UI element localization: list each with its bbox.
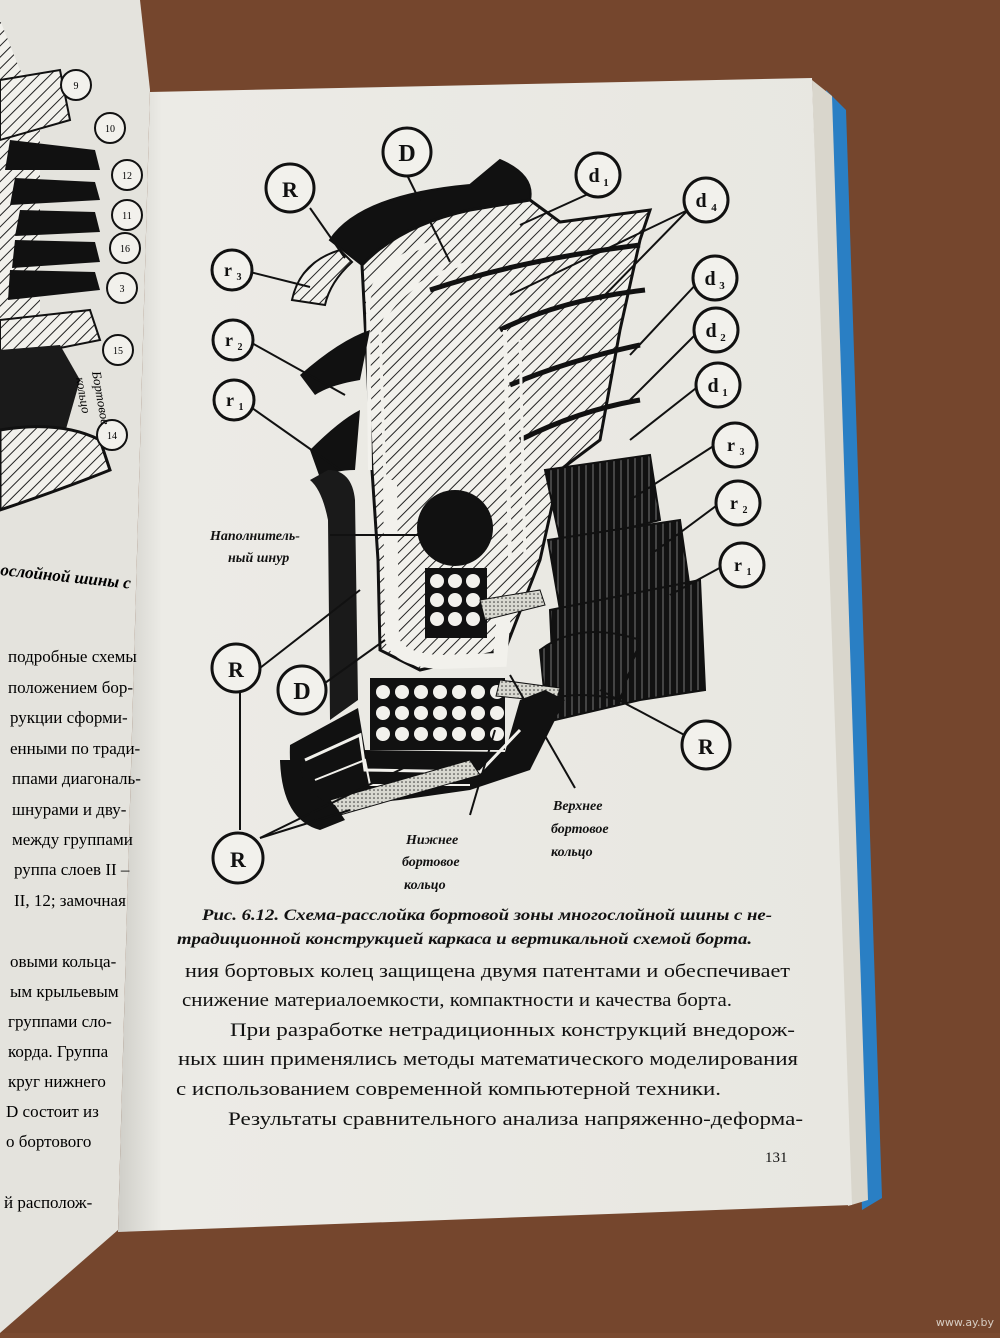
page-number: 131 [765,1150,788,1166]
svg-text:положением бор-: положением бор- [8,678,133,697]
label-D-top: D [398,141,415,167]
upper-ring-label-2: бортовое [551,822,609,837]
svg-text:II, 12; замочная: II, 12; замочная [14,891,126,910]
label-R-top: R [282,177,299,202]
svg-text:ым крыльевым: ым крыльевым [10,982,119,1001]
left-label-12: 12 [122,171,132,182]
upper-ring-label-1: Верхнее [552,799,602,814]
svg-text:1: 1 [747,567,752,578]
label-d1-right: d [707,375,718,397]
figure-callouts: Наполнитель- ный шнур Верхнее бортовое к… [209,529,609,893]
caption-line-2: традиционной конструкцией каркаса и верт… [177,931,752,948]
body-text: ния бортовых колец защищена двумя патент… [176,961,803,1130]
label-r2-left: r [225,330,233,350]
body-line-2: снижение материалоемкости, компактности … [182,990,732,1011]
figure-label-circles [210,126,766,885]
upper-ring-label-3: кольцо [551,845,593,860]
filler-cord [417,490,493,566]
label-R-bottom: R [230,847,247,872]
left-label-16: 16 [120,244,130,255]
label-r2-right: r [730,493,738,513]
svg-text:2: 2 [720,332,726,344]
left-diagram: 9 10 12 11 16 3 15 14 Бортовое кольцо [0,20,143,512]
caption-line-1: Рис. 6.12. Схема-расслойка бортовой зоны… [201,907,772,924]
label-r1-left: r [226,390,234,410]
svg-text:подробные схемы: подробные схемы [8,647,137,666]
left-label-11: 11 [122,211,132,222]
figure-leader-lines [239,174,726,839]
svg-text:енными по тради-: енными по тради- [10,739,141,758]
svg-text:круг нижнего: круг нижнего [8,1072,106,1091]
body-line-6: Результаты сравнительного анализа напряж… [228,1109,803,1130]
svg-text:3: 3 [719,280,725,292]
body-line-4: ных шин применялись методы математическо… [178,1049,798,1070]
label-d4: d [695,190,706,212]
filler-cord-label-2: ный шнур [228,551,289,566]
left-label-9: 9 [74,81,79,92]
figure-caption: Рис. 6.12. Схема-расслойка бортовой зоны… [177,907,772,948]
left-label-15: 15 [113,346,123,357]
svg-text:корда. Группа: корда. Группа [8,1042,109,1061]
svg-text:1: 1 [239,402,244,413]
svg-text:о бортового: о бортового [6,1132,91,1151]
label-D-mid: D [293,679,310,705]
left-label-10: 10 [105,124,115,135]
label-R-right: R [698,734,715,759]
watermark: www.ay.by [935,1316,994,1329]
lower-bead-wires [376,685,504,741]
left-label-14: 14 [107,431,117,442]
figure-label-texts: D R d 1 d 4 r 3 d 3 r 2 d 2 r 1 d 1 r 3 … [224,141,752,872]
label-d3: d [704,268,715,290]
svg-text:2: 2 [743,505,748,516]
label-r3-left: r [224,260,232,280]
lower-ring-label-3: кольцо [404,878,446,893]
svg-text:D состоит из: D состоит из [6,1102,99,1121]
svg-text:рукции сформи-: рукции сформи- [10,708,128,727]
svg-text:3: 3 [237,272,242,283]
lower-ring-label-2: бортовое [402,855,460,870]
svg-text:3: 3 [740,447,745,458]
svg-text:между группами: между группами [12,830,133,849]
left-label-3: 3 [120,284,125,295]
left-text-column: подробные схемы положением бор- рукции с… [4,647,141,1212]
upper-bead-wires [430,574,480,626]
filler-cord-label-1: Наполнитель- [209,529,300,544]
svg-text:1: 1 [722,387,728,399]
svg-text:1: 1 [603,177,609,189]
svg-text:овыми кольца-: овыми кольца- [10,952,117,971]
svg-text:ппами диагональ-: ппами диагональ- [12,769,141,788]
body-line-5: с использованием современной компьютерно… [176,1079,721,1100]
svg-text:й располож-: й располож- [4,1193,93,1212]
svg-text:шнурами и дву-: шнурами и дву- [12,800,127,819]
body-line-3: При разработке нетрадиционных конструкци… [230,1020,795,1041]
svg-text:2: 2 [238,342,243,353]
label-d2: d [705,320,716,342]
svg-text:группами сло-: группами сло- [8,1012,112,1031]
left-bead-ring-label-2: кольцо [73,376,94,415]
svg-text:руппа слоев II –: руппа слоев II – [14,860,130,879]
label-r1-right: r [734,555,742,575]
label-R-mid-left: R [228,657,245,682]
label-r3-right: r [727,435,735,455]
label-d1-top: d [588,165,599,187]
lower-ring-label-1: Нижнее [405,833,458,848]
svg-text:4: 4 [711,202,717,214]
body-line-1: ния бортовых колец защищена двумя патент… [185,961,791,982]
bead-zone-diagram [280,158,707,830]
